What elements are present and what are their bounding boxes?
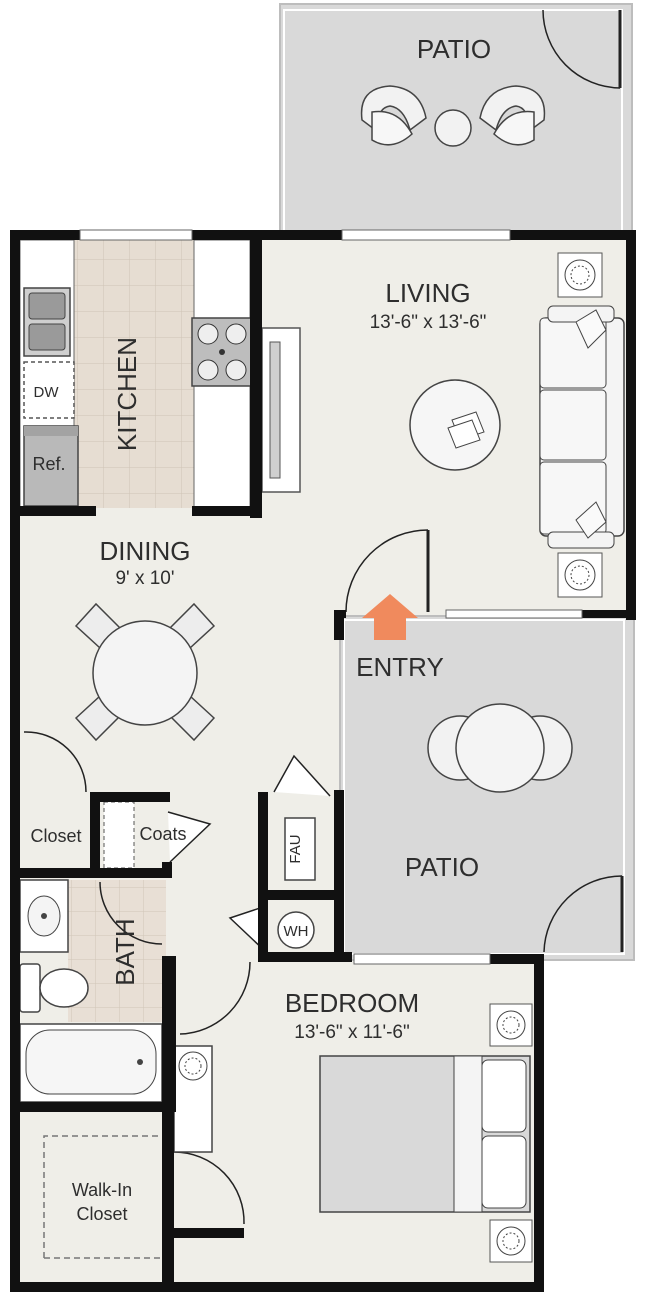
bed: [319, 1055, 531, 1213]
coffee-table: [409, 379, 501, 471]
furnace: FAU: [273, 754, 331, 881]
patio-top-label: PATIO: [417, 34, 491, 64]
patio-chair-right: [479, 85, 546, 146]
entry-label: ENTRY: [356, 652, 444, 682]
patio-top: PATIO: [279, 3, 633, 235]
kitchen-label: KITCHEN: [112, 337, 142, 451]
lamp-table-bottom: [557, 552, 603, 598]
living-label: LIVING: [385, 278, 470, 308]
bath-sink: [19, 879, 69, 953]
lamp-table-top: [557, 252, 603, 298]
dining-set: [74, 602, 216, 742]
tv-console: [261, 327, 301, 493]
dining-room: DINING 9' x 10': [74, 536, 216, 742]
closet: Closet: [23, 731, 87, 846]
walk-in-label-1: Walk-In: [72, 1180, 132, 1200]
walk-in-label-2: Closet: [76, 1204, 127, 1224]
patio-right: PATIO: [339, 615, 635, 961]
bathtub: [19, 1023, 163, 1103]
entry: ENTRY: [345, 529, 444, 682]
svg-text:Ref.: Ref.: [32, 454, 65, 474]
patio-table-top: [434, 109, 472, 147]
windows: [79, 229, 583, 965]
kitchen-sink: [23, 287, 71, 357]
patio-table-right: [455, 703, 545, 793]
patio-right-label: PATIO: [405, 852, 479, 882]
nightstand-top: [489, 1003, 533, 1047]
svg-text:FAU: FAU: [287, 834, 304, 863]
living-room: LIVING 13'-6" x 13'-6": [261, 252, 625, 598]
bath-label: BATH: [110, 918, 140, 985]
bedroom-dims: 13'-6" x 11'-6": [294, 1022, 409, 1043]
bedroom: BEDROOM 13'-6" x 11'-6": [173, 961, 533, 1263]
toilet: [19, 963, 89, 1013]
dining-dims: 9' x 10': [115, 568, 174, 589]
stove: [191, 317, 253, 387]
bathroom: BATH: [19, 879, 166, 1103]
walk-in-closet: Walk-In Closet: [43, 1135, 245, 1259]
coats-closet: Coats: [103, 801, 212, 869]
bedroom-washer: [173, 1045, 213, 1153]
living-dims: 13'-6" x 13'-6": [370, 312, 487, 333]
entry-arrow-icon: [362, 594, 418, 640]
svg-text:DW: DW: [34, 384, 60, 401]
walls: [10, 230, 636, 1292]
closet-label: Closet: [30, 826, 81, 846]
svg-text:WH: WH: [284, 923, 309, 940]
kitchen: DW Ref. KITCHEN: [19, 239, 253, 509]
sofa: [539, 305, 625, 549]
patio-chair-left: [360, 85, 427, 146]
refrigerator: Ref.: [23, 425, 79, 507]
coats-label: Coats: [139, 824, 186, 844]
bedroom-label: BEDROOM: [285, 988, 419, 1018]
dishwasher: DW: [23, 361, 75, 419]
dining-label: DINING: [100, 536, 191, 566]
nightstand-bottom: [489, 1219, 533, 1263]
